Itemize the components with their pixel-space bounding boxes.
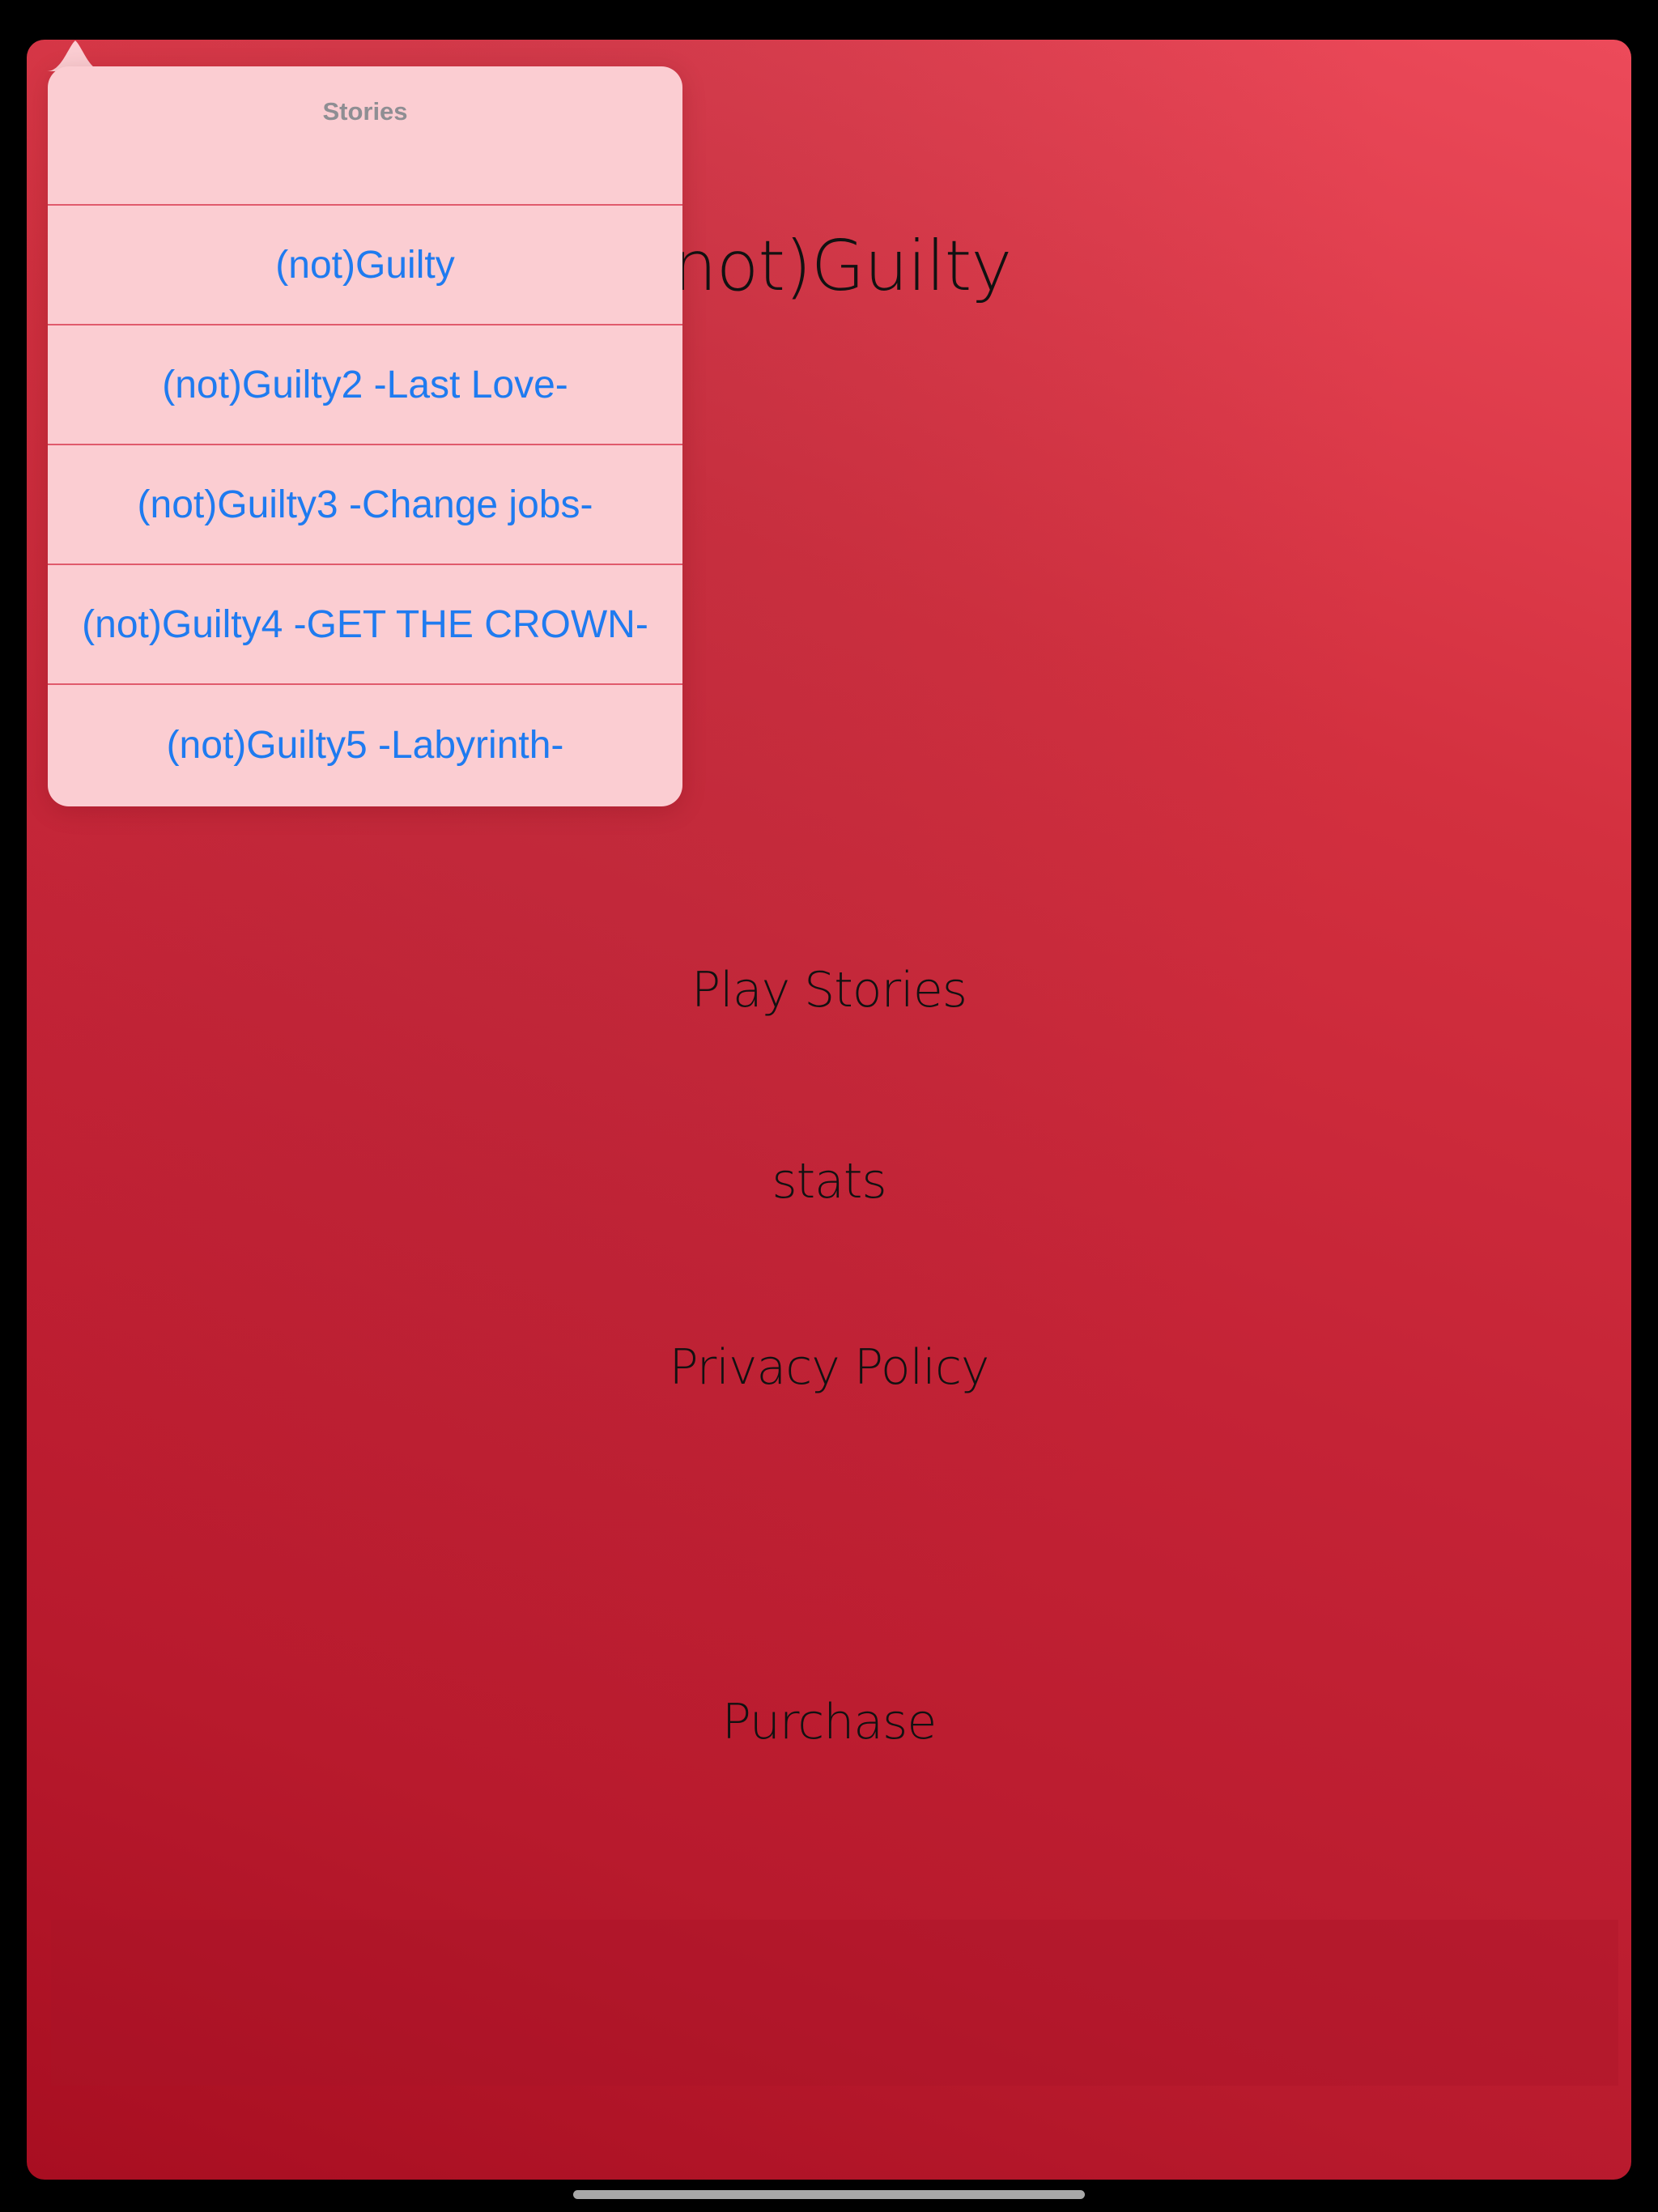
- story-item-not-guilty-5[interactable]: (not)Guilty5 -Labyrinth-: [166, 723, 564, 767]
- privacy-policy-button[interactable]: Privacy Policy: [669, 1339, 990, 1396]
- story-item-not-guilty[interactable]: (not)Guilty: [48, 206, 682, 325]
- stories-popover-title: Stories: [48, 66, 682, 206]
- stories-popover: Stories (not)Guilty (not)Guilty2 -Last L…: [48, 66, 682, 806]
- banner-area: [51, 1920, 1618, 2086]
- story-item-not-guilty-2[interactable]: (not)Guilty2 -Last Love-: [48, 325, 682, 445]
- popover-arrow: [47, 40, 104, 71]
- story-item-not-guilty-3[interactable]: (not)Guilty3 -Change jobs-: [48, 445, 682, 565]
- stats-button[interactable]: stats: [772, 1153, 886, 1210]
- home-indicator[interactable]: [573, 2190, 1085, 2199]
- purchase-button[interactable]: Purchase: [721, 1694, 937, 1750]
- story-item-not-guilty-4[interactable]: (not)Guilty4 -GET THE CROWN-: [48, 565, 682, 685]
- app-title: (not)Guilty: [646, 226, 1013, 307]
- play-stories-button[interactable]: Play Stories: [691, 962, 967, 1019]
